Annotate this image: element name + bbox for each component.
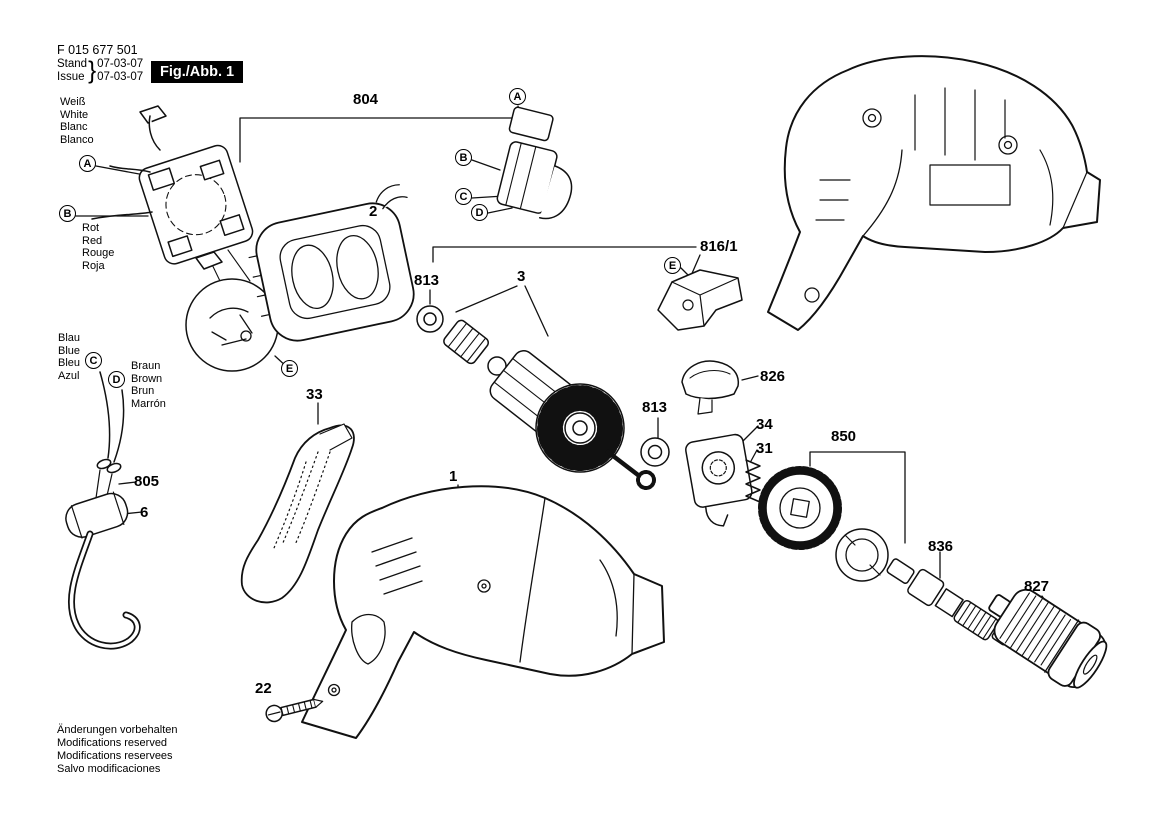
part-label-2: 2 [369, 203, 378, 220]
legend-red: Rot Red Rouge Roja [82, 222, 115, 272]
revision-block: Stand Issue } 07-03-07 07-03-07 [57, 56, 144, 85]
footer-line-es: Salvo modificaciones [57, 763, 161, 775]
brush-plate-drawing [91, 105, 254, 270]
footer-line-en: Modifications reserved [57, 737, 168, 749]
stand-date: 07-03-07 [97, 58, 144, 70]
housing-main-drawing [301, 485, 665, 739]
spindle-836-drawing [886, 558, 1011, 646]
issue-date: 07-03-07 [97, 71, 144, 83]
marker-e-detail: E [281, 360, 298, 377]
part-label-816-1: 816/1 [700, 238, 738, 255]
part-label-826: 826 [760, 368, 786, 385]
issue-label: Issue [57, 71, 85, 83]
cord-plug-drawing [65, 371, 141, 650]
footer-disclaimer: Änderungen vorbehalten Modifications res… [57, 724, 177, 776]
legend-blue: Blau Blue Bleu Azul [58, 332, 81, 382]
chuck-827-drawing [988, 588, 1108, 689]
part-label-813a: 813 [414, 272, 440, 289]
marker-d-left: D [108, 371, 125, 388]
marker-b-left: B [59, 205, 76, 222]
part-label-34: 34 [756, 416, 773, 433]
part-label-805: 805 [134, 473, 160, 490]
brush-holder-detail-drawing [496, 106, 573, 220]
part-label-1: 1 [449, 468, 458, 485]
housing-half-drawing [767, 55, 1101, 331]
marker-b-top: B [455, 149, 472, 166]
grip-33-drawing [240, 423, 355, 604]
armature-drawing [443, 319, 656, 490]
part-label-31: 31 [756, 440, 773, 457]
revision-brace: } [88, 56, 97, 85]
marker-c-top: C [455, 188, 472, 205]
marker-e-mid: E [664, 257, 681, 274]
part-label-804: 804 [353, 91, 379, 108]
footer-line-de: Änderungen vorbehalten [57, 724, 178, 736]
part-label-827: 827 [1024, 578, 1050, 595]
footer-line-fr: Modifications reservees [57, 750, 173, 762]
part-label-850: 850 [831, 428, 857, 445]
cap-826-drawing [681, 360, 740, 415]
document-number: F 015 677 501 [57, 43, 138, 57]
flange-34-drawing [685, 433, 753, 527]
part-label-22: 22 [255, 680, 272, 697]
bearing-813a-drawing [416, 305, 444, 333]
part-label-3: 3 [517, 268, 526, 285]
legend-brown: Braun Brown Brun Marrón [131, 360, 166, 410]
support-816-drawing [657, 269, 743, 331]
stator-drawing [248, 184, 415, 342]
marker-a-top: A [509, 88, 526, 105]
spring-31-drawing [745, 459, 761, 503]
marker-d-top: D [471, 204, 488, 221]
gear-850-drawing [758, 466, 905, 582]
part-label-836: 836 [928, 538, 954, 555]
marker-a-left: A [79, 155, 96, 172]
stand-label: Stand [57, 58, 88, 70]
part-label-6: 6 [140, 504, 149, 521]
bearing-813b-drawing [640, 437, 670, 467]
legend-white: Weiß White Blanc Blanco [60, 96, 94, 146]
screw-22-drawing [265, 698, 324, 723]
marker-c-left: C [85, 352, 102, 369]
figure-label: Fig./Abb. 1 [151, 61, 244, 83]
part-label-33: 33 [306, 386, 323, 403]
part-label-813b: 813 [642, 399, 668, 416]
